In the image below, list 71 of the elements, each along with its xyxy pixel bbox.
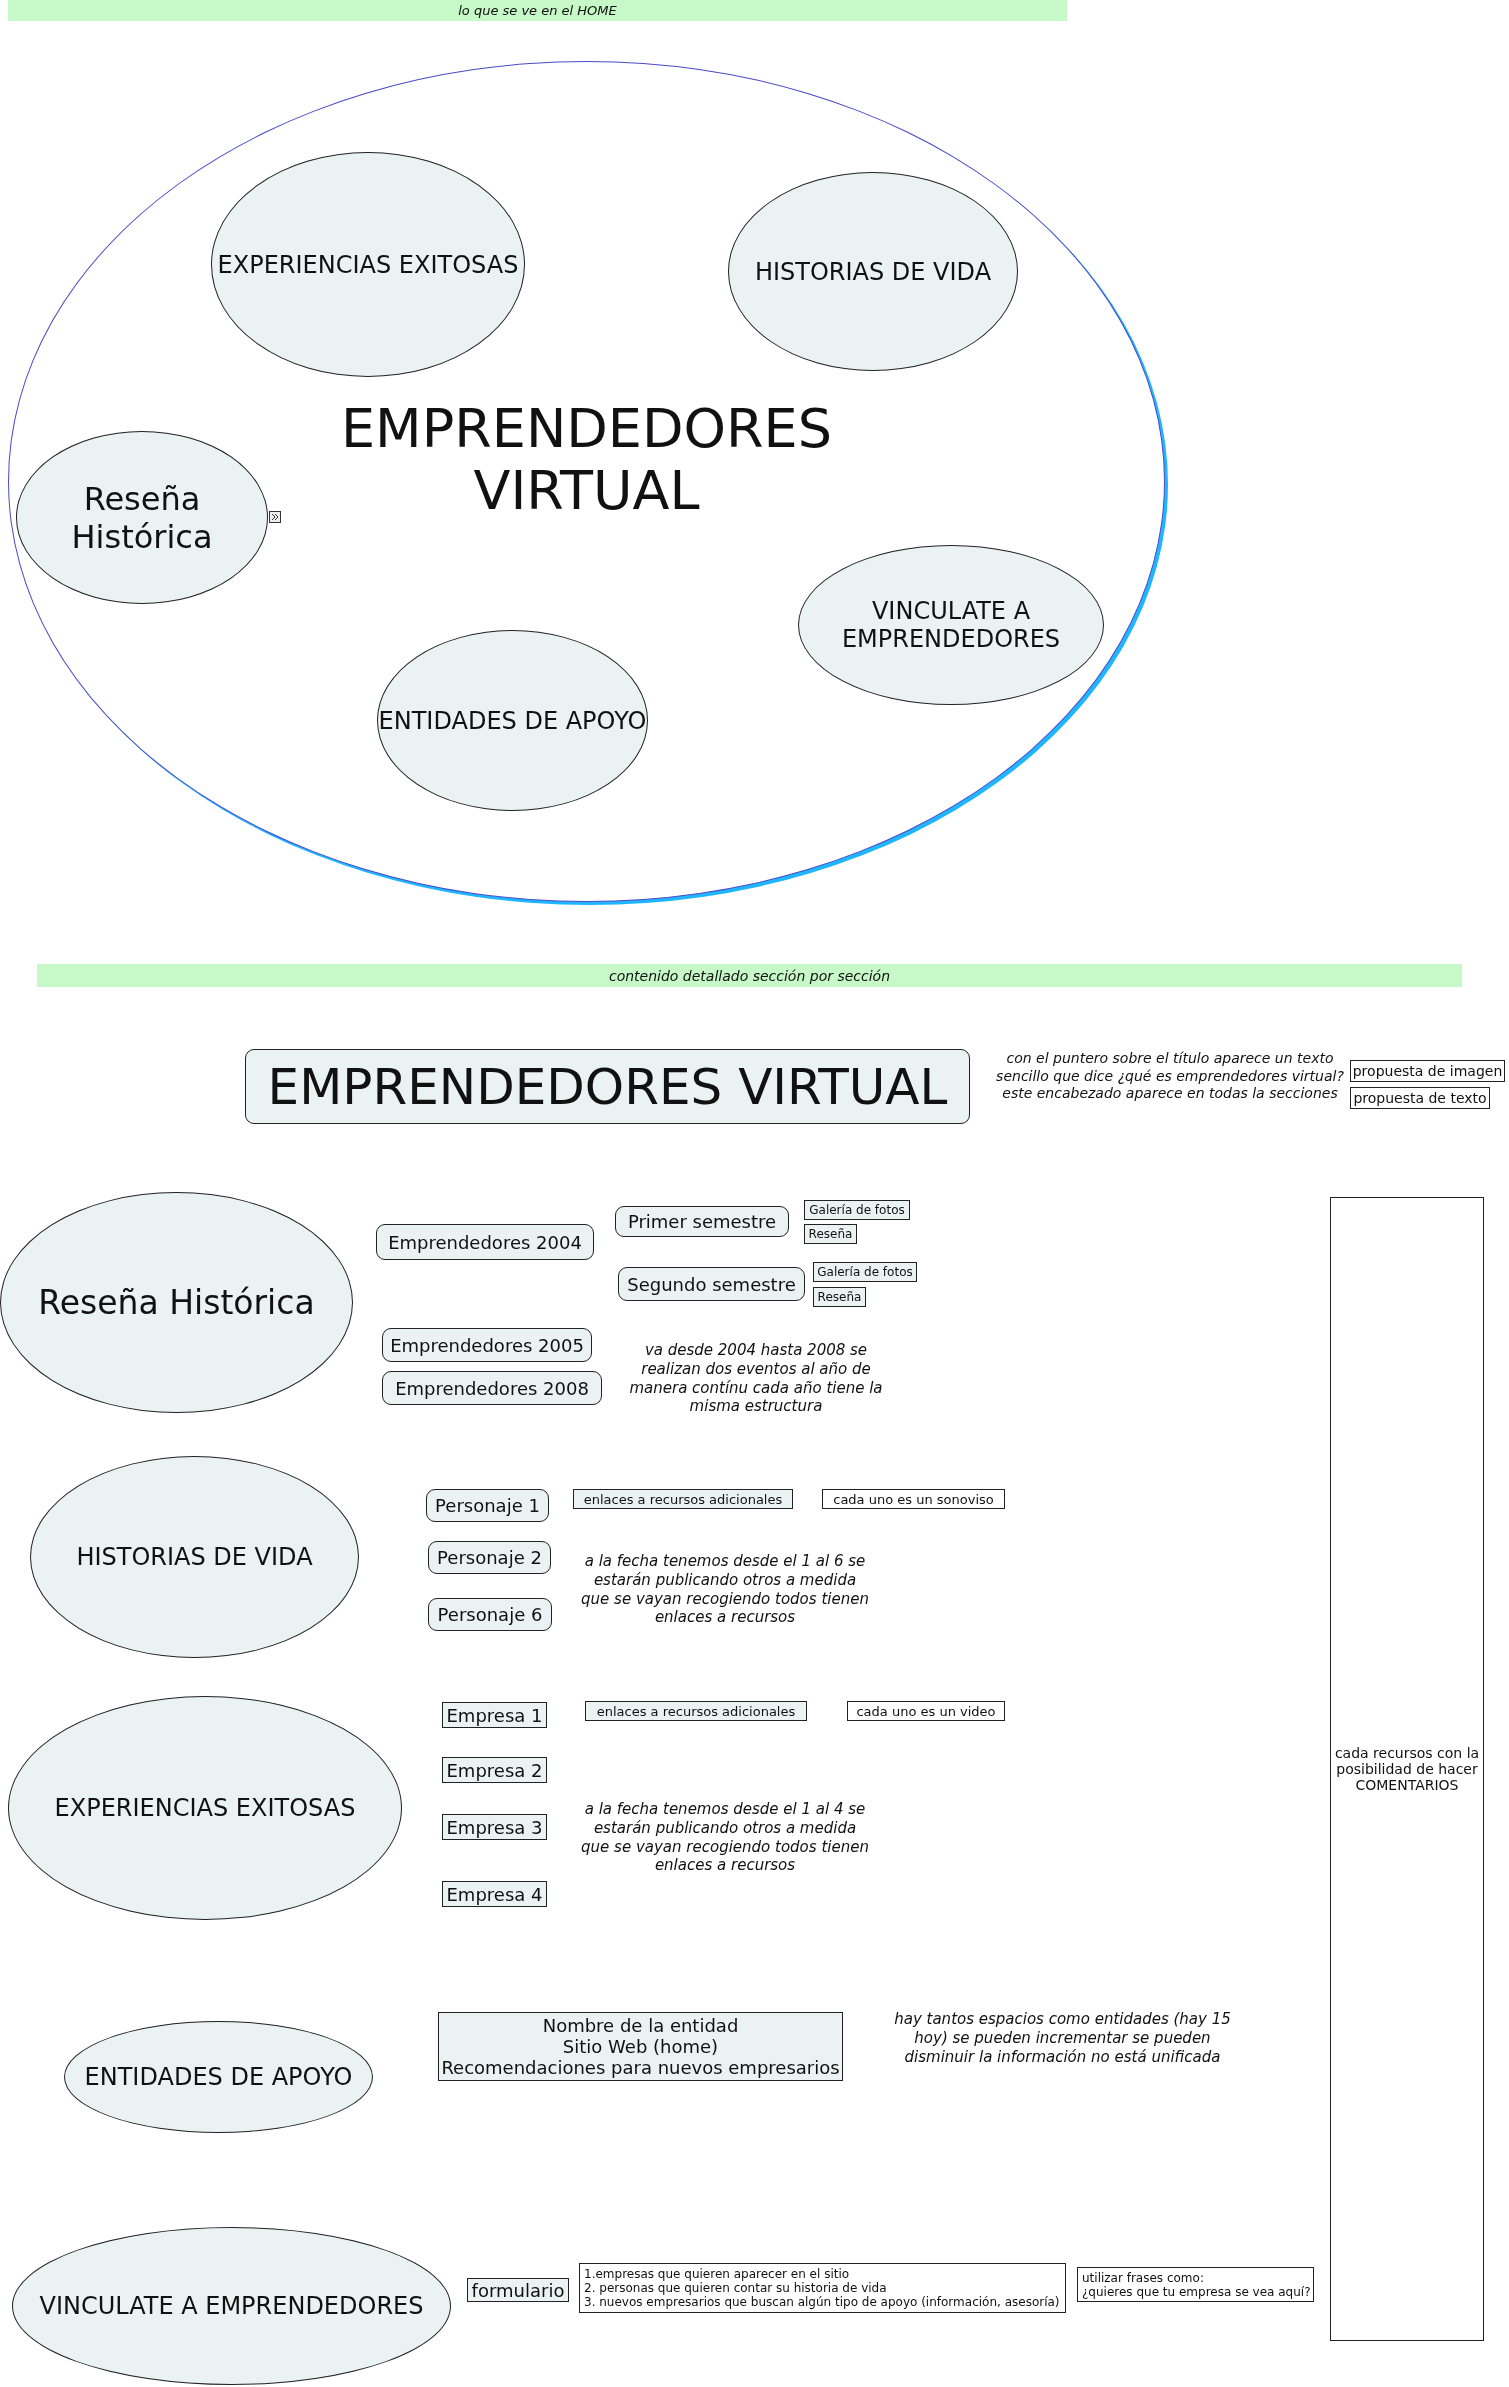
node-label: cada recursos con la posibilidad de hacer COMENTARIOS (1333, 1745, 1481, 1793)
text-box (1330, 1197, 1484, 2341)
rounded-box (382, 1371, 602, 1405)
section-banner (8, 0, 1067, 21)
node-label: Personaje 2 (437, 1547, 542, 1568)
note-text: va desde 2004 hasta 2008 se realizan dos eventos al año de manera contínu cada año tiene la misma estructura (628, 1341, 884, 1416)
rounded-box (615, 1206, 789, 1237)
node-label: Segundo semestre (627, 1273, 796, 1295)
text-box (585, 1701, 807, 1721)
node-label: 3. nuevos empresarios que buscan algún tipo de apoyo (información, asesoría) (584, 2295, 1060, 2309)
node-label: Galería de fotos (809, 1203, 905, 1217)
rounded-box (382, 1328, 592, 1362)
node-label: propuesta de texto (1353, 1090, 1487, 1106)
node-label: Empresa 3 (446, 1816, 543, 1838)
node-label: Emprendedores 2005 (390, 1334, 584, 1356)
node-label: ENTIDADES DE APOYO (378, 706, 647, 735)
node-label: EXPERIENCIAS EXITOSAS (54, 1794, 356, 1822)
node-label: Reseña (808, 1227, 853, 1241)
note-text: hay tantos espacios como entidades (hay 15 hoy) se pueden incrementar se pueden disminuir la información no está unificada (893, 2010, 1232, 2067)
node-label: cada uno es un sonoviso (833, 1491, 994, 1507)
text-box (804, 1200, 910, 1220)
node-label: VINCULATE A EMPRENDEDORES (840, 597, 1062, 653)
node-label: HISTORIAS DE VIDA (754, 257, 992, 286)
node-label: HISTORIAS DE VIDA (76, 1543, 313, 1571)
node-label: Emprendedores 2004 (388, 1231, 582, 1253)
node-label: Primer semestre (627, 1211, 777, 1232)
node-label: Empresa 4 (446, 1883, 543, 1905)
node-label: Emprendedores 2008 (395, 1377, 589, 1399)
text-box (1077, 2267, 1314, 2302)
banner-text: lo que se ve en el HOME (458, 3, 617, 18)
text-box (438, 2012, 843, 2081)
node-label: Sitio Web (home) (562, 2036, 719, 2057)
node-label: enlaces a recursos adicionales (583, 1491, 783, 1507)
node-label: Empresa 1 (446, 1704, 543, 1726)
banner-text: contenido detallado sección por sección (608, 967, 891, 984)
node-label: Empresa 2 (446, 1759, 543, 1781)
node-label: Personaje 6 (437, 1604, 543, 1625)
node-label: Recomendaciones para nuevos empresarios (441, 2057, 840, 2078)
text-box (573, 1489, 793, 1509)
node-label: 2. personas que quieren contar su historia de vida (584, 2281, 887, 2295)
rounded-box (426, 1489, 549, 1522)
text-box (847, 1701, 1005, 1721)
node-label: EMPRENDEDORES VIRTUAL (267, 1057, 948, 1116)
section-banner (37, 964, 1462, 987)
rounded-box (376, 1224, 594, 1260)
node-label: Galería de fotos (817, 1265, 913, 1279)
rounded-box (245, 1049, 970, 1124)
node-label: ENTIDADES DE APOYO (84, 2063, 353, 2091)
text-box (822, 1489, 1005, 1509)
node-label: ¿quieres que tu empresa se vea aquí? (1082, 2284, 1311, 2299)
node-label: VINCULATE A EMPRENDEDORES (39, 2292, 424, 2320)
node-label: propuesta de imagen (1352, 1063, 1503, 1079)
node-label: formulario (471, 2279, 565, 2301)
node-label: Reseña Histórica (70, 479, 214, 556)
rounded-box (428, 1541, 551, 1574)
node-label: enlaces a recursos adicionales (596, 1703, 796, 1719)
text-box (579, 2263, 1066, 2313)
node-label: Reseña Histórica (38, 1283, 315, 1322)
node-label: 1.empresas que quieren aparecer en el sitio (584, 2267, 850, 2281)
node-label: EMPRENDEDORES VIRTUAL (340, 397, 833, 522)
node-label: EXPERIENCIAS EXITOSAS (217, 250, 519, 279)
rounded-box (428, 1598, 552, 1631)
note-text: a la fecha tenemos desde el 1 al 6 se estarán publicando otros a medida que se vayan recogiendo todos tienen enlaces a recursos (580, 1552, 870, 1627)
note-text: con el puntero sobre el título aparece un texto sencillo que dice ¿qué es emprendedores virtual? este encabezado aparece en todas la secciones (996, 1050, 1344, 1103)
node-label: cada uno es un video (856, 1703, 996, 1719)
node-label: Personaje 1 (435, 1495, 540, 1516)
node-label: Reseña (817, 1290, 862, 1304)
node-label: Nombre de la entidad (542, 2015, 739, 2036)
rounded-box (618, 1267, 805, 1301)
note-text: a la fecha tenemos desde el 1 al 4 se estarán publicando otros a medida que se vayan recogiendo todos tienen enlaces a recursos (580, 1800, 870, 1875)
node-label: utilizar frases como: (1082, 2270, 1204, 2285)
